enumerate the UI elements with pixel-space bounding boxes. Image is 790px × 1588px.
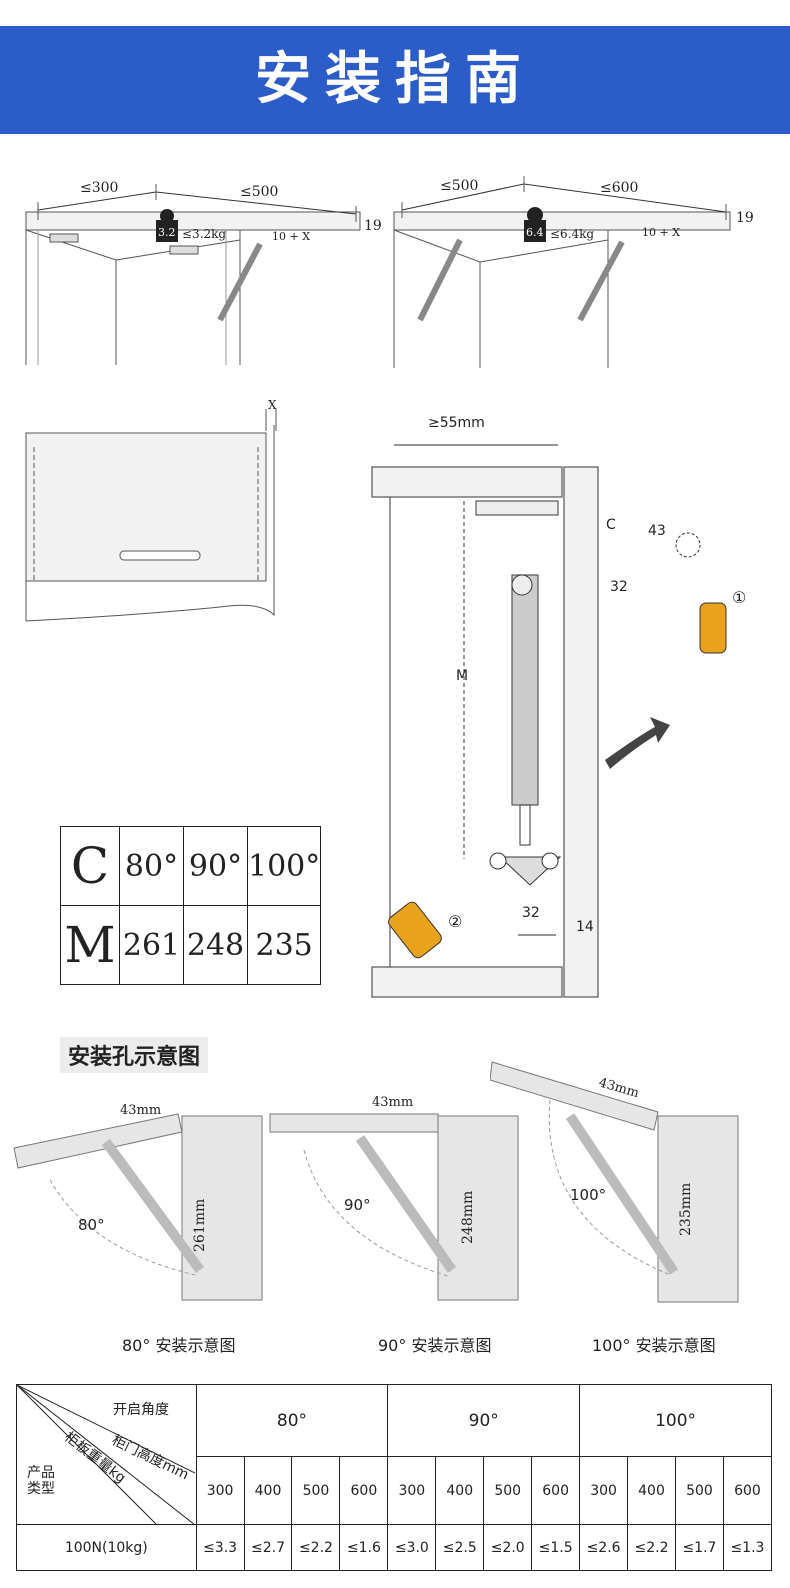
screwdriver-icon [699,602,727,654]
section-title: 安装孔示意图 [60,1037,209,1073]
diagonal-lines [17,1385,195,1525]
height-cell: 500 [674,1456,724,1525]
height-cell: 600 [722,1456,773,1525]
weight-cell: ≤2.6 [579,1524,629,1571]
weight-icon [156,220,178,242]
height-cell: 500 [483,1456,533,1525]
door-gap-diagram: X [25,398,277,622]
table-cell: 90° [183,826,248,906]
hole-diagram-80: 43mm 80° 261mm [13,1103,263,1301]
step-1: ① [732,588,746,607]
top-diagram-right: 6.4 ≤6.4kg 10 + X ≤500 ≤600 19 [393,176,754,368]
weight-cell: ≤1.6 [339,1524,389,1571]
spec-table: 开启角度 柜门高度mm 柜板重量kg 产品类型 80° 90° 100° 300… [16,1384,773,1571]
table-row: 开启角度 柜门高度mm 柜板重量kg 产品类型 80° 90° 100° [16,1384,772,1525]
height-cell: 500 [291,1456,341,1525]
angle-symbol: C [606,517,616,533]
strut-length: 235mm [678,1183,694,1236]
open-angle: 80° [78,1216,105,1234]
page-title: 安装指南 [255,47,535,112]
dim-32-bottom: 32 [522,905,540,921]
table-cell: 235 [246,905,322,985]
hole-distance: 43mm [120,1103,161,1118]
offset-text: 10 + X [642,226,680,239]
table-cell: 248 [183,905,248,985]
table-cell: 80° [119,826,184,906]
weight-cell: ≤1.7 [674,1524,724,1571]
table-cell: 100° [246,826,322,906]
table-cell: 261 [119,905,184,985]
weight-cell: ≤1.3 [722,1524,773,1571]
height-cell: 400 [435,1456,485,1525]
weight-text: ≤6.4kg [550,227,594,241]
height-cell: 300 [195,1456,245,1525]
depth-label: ≥55mm [428,415,485,431]
weight-cell: ≤2.5 [435,1524,485,1571]
height-cell: 400 [243,1456,293,1525]
hole-diagram-100: 43mm 100° 235mm [490,1061,739,1303]
product-type: 100N(10kg) [16,1524,197,1571]
weight-cell: ≤2.2 [291,1524,341,1571]
screwdriver-icon [388,901,442,959]
caption-100: 100° 安装示意图 [592,1336,716,1355]
rotate-arrow-icon [605,717,670,769]
table-row: C 80° 90° 100° [60,826,322,906]
angle-header: 80° [195,1384,389,1457]
dim-43: 43 [648,523,666,539]
dim-right: ≤500 [240,184,278,200]
weight-cell: ≤3.0 [387,1524,437,1571]
length-symbol: M [456,668,468,684]
weight-label: 6.4 [526,226,544,239]
side-install-diagram: ≥55mm C M 43 32 32 14 ① ② [371,415,746,998]
angle-header: 90° [387,1384,581,1457]
header-angle: 开启角度 [113,1402,169,1418]
offset-text: 10 + X [272,230,310,243]
dim-edge: 19 [364,218,382,234]
angle-header: 100° [579,1384,772,1457]
dim-left: ≤300 [80,180,118,196]
height-cell: 600 [531,1456,581,1525]
row-head: M [60,905,120,985]
height-cell: 300 [579,1456,629,1525]
top-diagram-left: 3.2 ≤3.2kg 10 + X ≤300 ≤500 19 [25,180,382,365]
weight-cell: ≤3.3 [195,1524,245,1571]
height-cell: 600 [339,1456,389,1525]
strut-length: 261mm [192,1199,208,1252]
weight-cell: ≤1.5 [531,1524,581,1571]
weight-icon [524,220,546,242]
gap-label: X [268,398,277,412]
table-row: 300 400 500 600 300 400 500 600 300 400 … [17,1456,773,1525]
height-cell: 400 [627,1456,676,1525]
weight-cell: ≤2.7 [243,1524,293,1571]
table-row: 100N(10kg) ≤3.3 ≤2.7 ≤2.2 ≤1.6 ≤3.0 ≤2.5… [16,1524,773,1571]
dim-32-top: 32 [610,579,628,595]
title-banner: 安装指南 [0,26,790,134]
strut-length: 248mm [460,1191,476,1244]
angle-length-table: C 80° 90° 100° M 261 248 235 [60,826,322,985]
dim-14: 14 [576,919,594,935]
dim-right: ≤600 [600,180,638,196]
caption-90: 90° 安装示意图 [378,1336,492,1355]
row-head: C [60,826,120,906]
caption-80: 80° 安装示意图 [122,1336,236,1355]
hole-diagram-90: 43mm 90° 248mm [269,1095,519,1301]
header-type: 产品类型 [27,1465,55,1497]
diagonal-header-cell: 开启角度 柜门高度mm 柜板重量kg 产品类型 [16,1384,197,1525]
weight-text: ≤3.2kg [182,227,226,241]
dim-left: ≤500 [440,178,478,194]
step-2: ② [448,912,462,931]
weight-label: 3.2 [158,226,176,239]
table-row: M 261 248 235 [60,905,322,985]
weight-cell: ≤2.2 [627,1524,676,1571]
weight-cell: ≤2.0 [483,1524,533,1571]
open-angle: 90° [344,1196,371,1214]
height-cell: 300 [387,1456,437,1525]
dim-edge: 19 [736,210,754,226]
hole-distance: 43mm [372,1095,413,1110]
open-angle: 100° [570,1186,606,1204]
